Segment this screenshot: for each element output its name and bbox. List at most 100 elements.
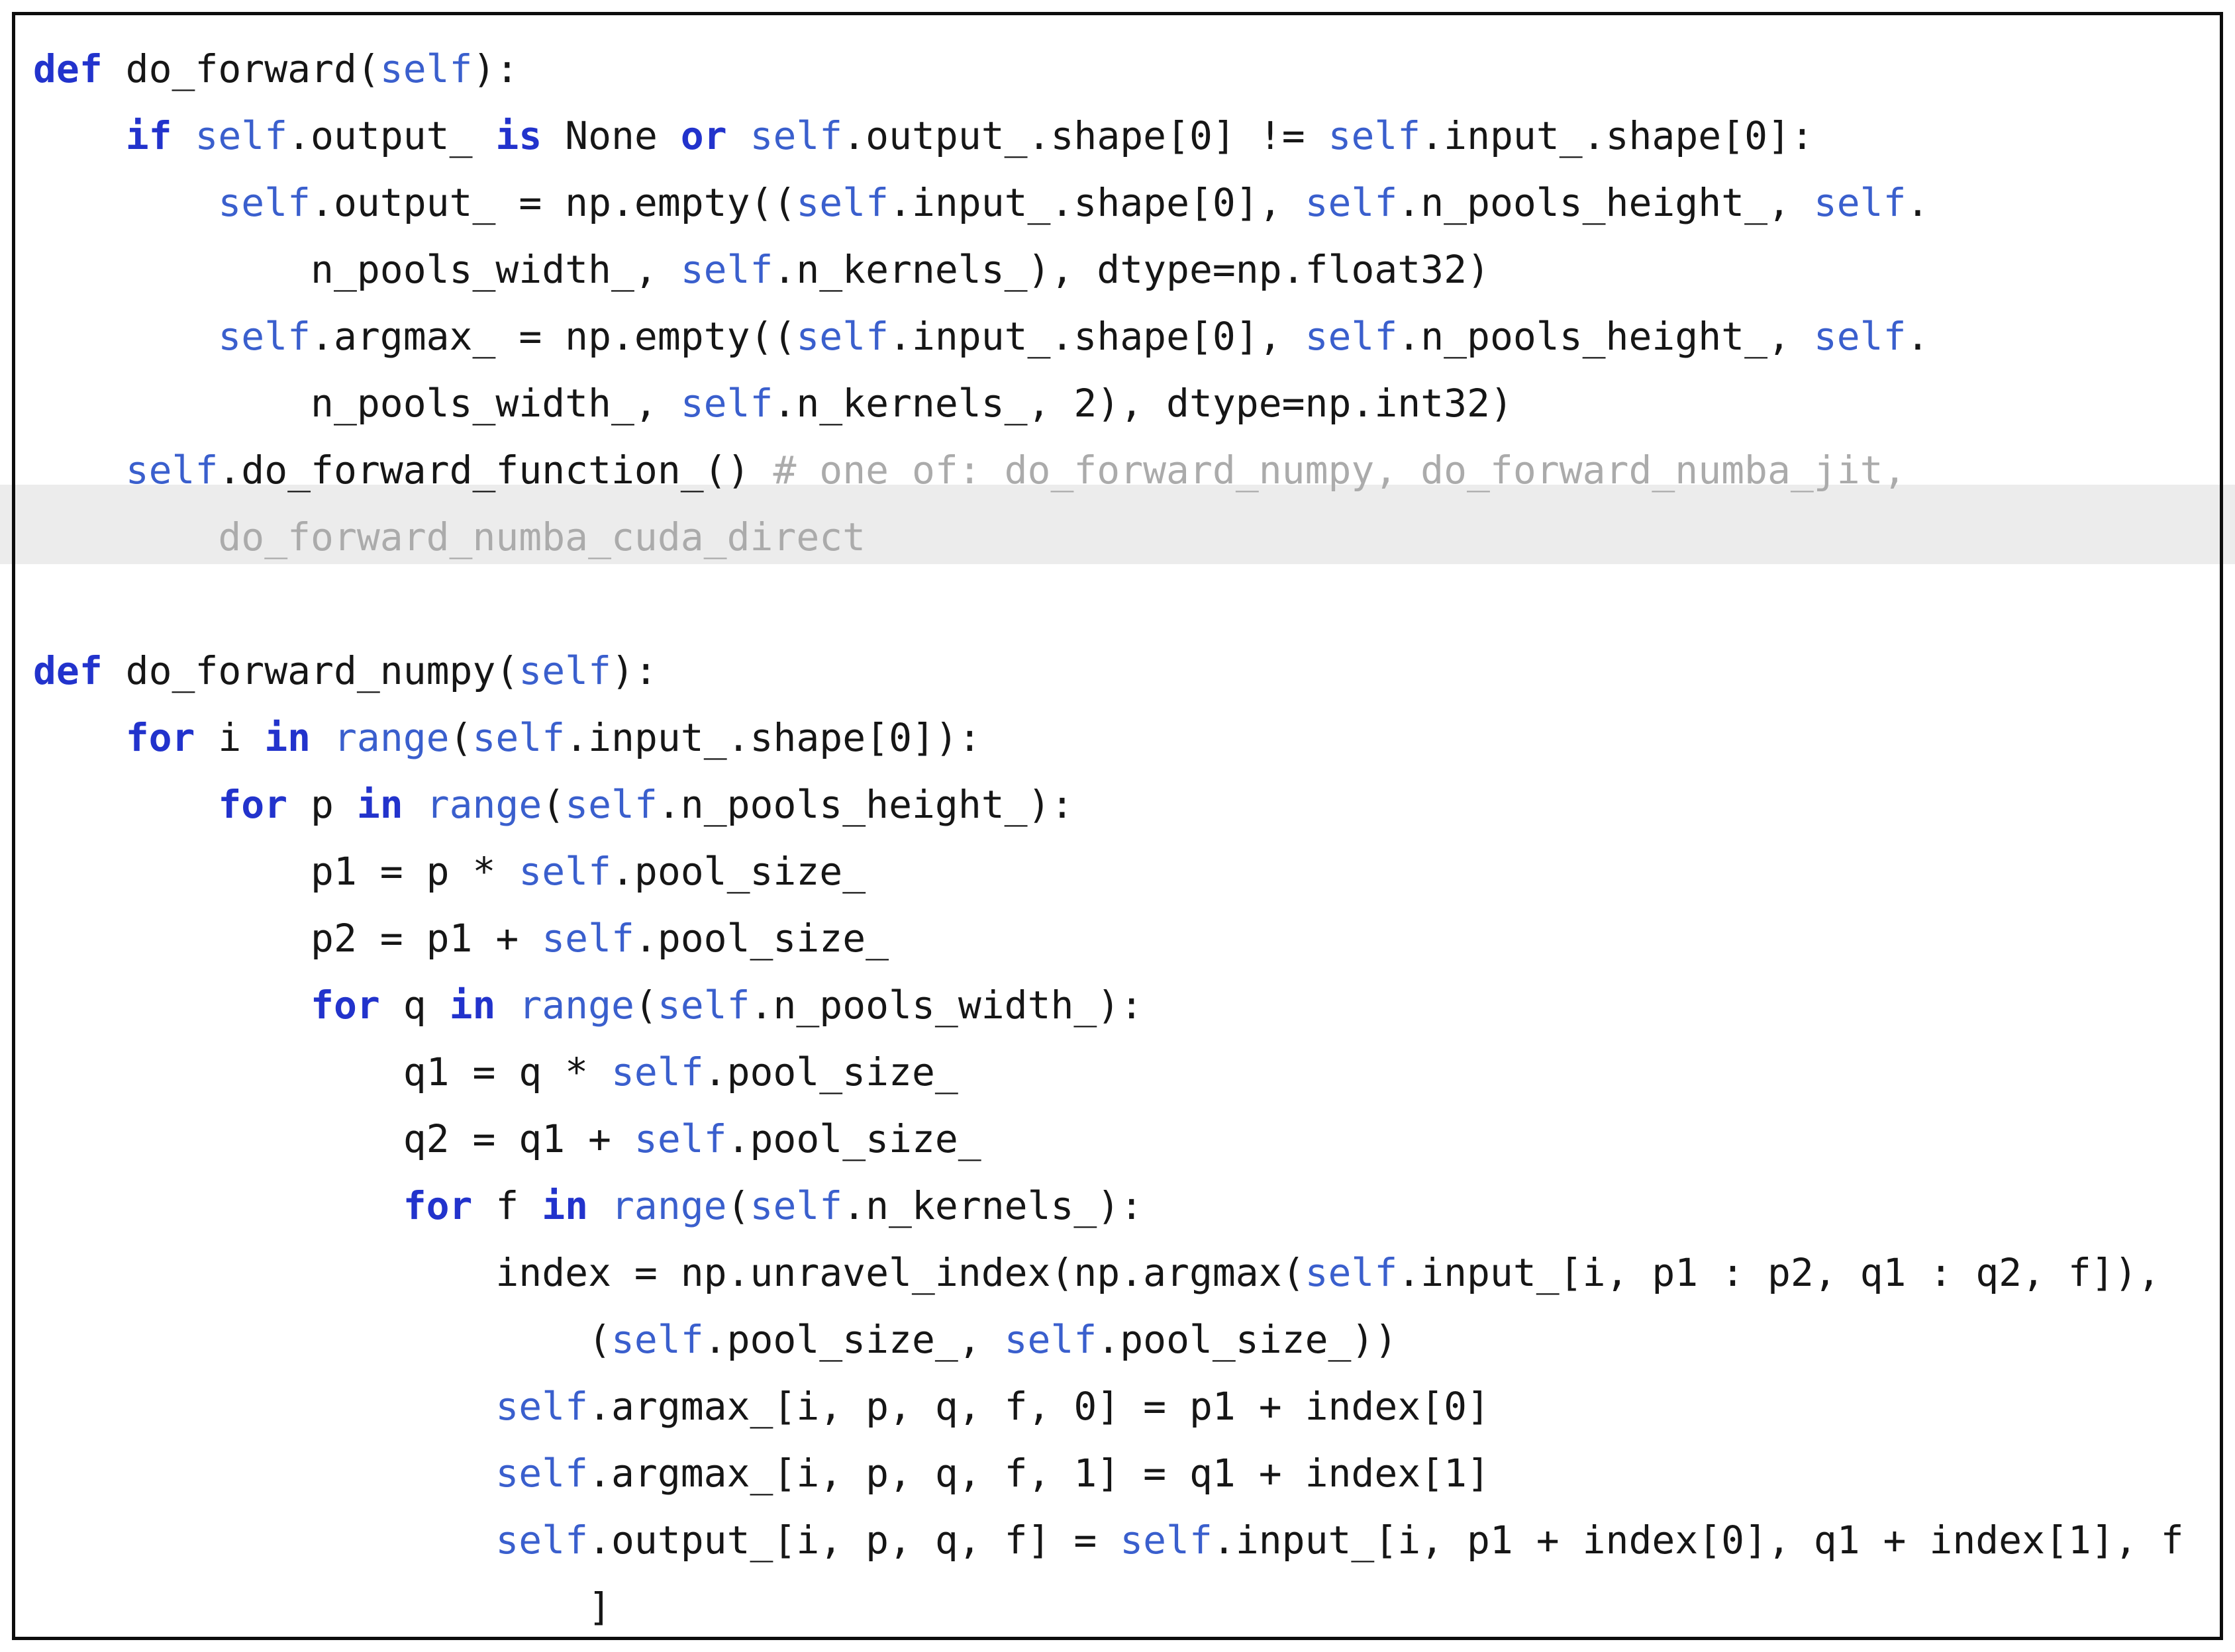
code-token: self xyxy=(680,381,773,426)
code-token: self xyxy=(1004,1317,1097,1362)
code-token: .n_kernels_), dtype=np.float32) xyxy=(773,247,1490,292)
code-token: self xyxy=(1813,180,1907,225)
code-token: .output_ = np.empty(( xyxy=(311,180,797,225)
code-token: n_pools_width_, xyxy=(311,247,681,292)
code-indent xyxy=(33,1317,588,1362)
code-token: self xyxy=(218,314,311,359)
code-token: self xyxy=(1813,314,1907,359)
code-token: p1 = p * xyxy=(311,849,519,894)
code-token: self xyxy=(750,1183,843,1228)
code-token: .output_[i, p, q, f] = xyxy=(588,1518,1120,1563)
code-token: do_forward_numpy( xyxy=(102,648,519,693)
code-token: self xyxy=(796,314,889,359)
code-token: in xyxy=(542,1183,589,1228)
code-line: for i in range(self.input_.shape[0]): xyxy=(33,705,2184,771)
code-token: in xyxy=(264,715,311,760)
code-token: range xyxy=(426,782,542,827)
code-token: is xyxy=(495,113,542,158)
code-line: self.output_ = np.empty((self.input_.sha… xyxy=(33,170,2184,236)
code-indent xyxy=(33,1116,403,1161)
code-token: self xyxy=(1305,180,1398,225)
code-token: .argmax_[i, p, q, f, 1] = q1 + index[1] xyxy=(588,1451,1490,1496)
code-token: self xyxy=(1305,314,1398,359)
code-line: if self.output_ is None or self.output_.… xyxy=(33,103,2184,170)
code-token: .pool_size_ xyxy=(611,849,866,894)
code-token: .argmax_ = np.empty(( xyxy=(311,314,797,359)
code-token: .input_.shape[0], xyxy=(889,314,1305,359)
code-token: q1 = q * xyxy=(403,1049,611,1094)
code-token: .do_forward_function_() xyxy=(218,448,773,493)
code-token: q xyxy=(379,983,450,1028)
code-token: self xyxy=(495,1518,589,1563)
code-token: self xyxy=(519,849,611,894)
code-token: range xyxy=(611,1183,727,1228)
code-token: # one of: do_forward_numpy, do_forward_n… xyxy=(773,448,1907,493)
code-token: .input_.shape[0]): xyxy=(565,715,981,760)
code-indent xyxy=(33,314,218,359)
code-token: .pool_size_ xyxy=(703,1049,958,1094)
code-token: .pool_size_ xyxy=(726,1116,981,1161)
code-token: .n_pools_width_): xyxy=(750,983,1144,1028)
code-token: self xyxy=(657,983,750,1028)
code-token: ): xyxy=(611,648,658,693)
code-line: ] xyxy=(33,1574,2184,1641)
code-token: do_forward( xyxy=(102,46,380,91)
code-token: for xyxy=(311,983,380,1028)
code-token: do_forward_numba_cuda_direct xyxy=(218,514,866,559)
code-token: .input_.shape[0], xyxy=(889,180,1305,225)
code-token: self xyxy=(542,916,634,961)
code-token: self xyxy=(1305,1250,1398,1295)
code-line: q2 = q1 + self.pool_size_ xyxy=(33,1106,2184,1173)
code-token: p xyxy=(287,782,357,827)
code-token xyxy=(495,983,519,1028)
code-token xyxy=(311,715,334,760)
code-token: if xyxy=(125,113,172,158)
code-token: self xyxy=(472,715,566,760)
code-token: range xyxy=(519,983,634,1028)
code-token: self xyxy=(634,1116,727,1161)
code-token: p2 = p1 + xyxy=(311,916,542,961)
code-token: range xyxy=(333,715,450,760)
code-indent xyxy=(33,514,218,559)
code-token: self xyxy=(750,113,843,158)
code-token: self xyxy=(611,1049,704,1094)
code-token: .input_.shape[0]: xyxy=(1420,113,1814,158)
code-indent xyxy=(33,1250,495,1295)
code-token xyxy=(172,113,195,158)
code-token: self xyxy=(495,1451,589,1496)
code-token: ): xyxy=(472,46,519,91)
code-line: n_pools_width_, self.n_kernels_, 2), dty… xyxy=(33,370,2184,437)
code-indent xyxy=(33,715,126,760)
code-line: self.output_[i, p, q, f] = self.input_[i… xyxy=(33,1507,2183,1574)
code-token: self xyxy=(495,1384,589,1429)
code-token: . xyxy=(1906,314,1930,359)
code-token: self xyxy=(125,448,219,493)
code-indent xyxy=(33,247,311,292)
code-line: def do_forward_numpy(self): xyxy=(33,638,2184,705)
code-token: for xyxy=(403,1183,473,1228)
code-line: self.argmax_[i, p, q, f, 0] = p1 + index… xyxy=(33,1373,2184,1440)
code-token: .pool_size_)) xyxy=(1097,1317,1398,1362)
code-token: self xyxy=(195,113,288,158)
code-token: .pool_size_, xyxy=(703,1317,1005,1362)
code-line: for p in range(self.n_pools_height_): xyxy=(33,771,2184,838)
code-token: ( xyxy=(542,782,566,827)
code-token: self xyxy=(379,46,473,91)
code-token: n_pools_width_, xyxy=(311,381,681,426)
code-token: None xyxy=(542,113,681,158)
code-line: self.do_forward_function_() # one of: do… xyxy=(33,437,2184,504)
code-token: i xyxy=(195,715,265,760)
code-line: (self.pool_size_, self.pool_size_)) xyxy=(33,1306,2184,1373)
selection-highlight-band xyxy=(0,485,2235,564)
code-indent xyxy=(33,983,311,1028)
code-indent xyxy=(33,916,311,961)
code-token: q2 = q1 + xyxy=(403,1116,634,1161)
code-token: ( xyxy=(588,1317,611,1362)
code-token: def xyxy=(33,648,103,693)
code-line xyxy=(33,571,2184,638)
code-token xyxy=(588,1183,611,1228)
code-token: self xyxy=(611,1317,704,1362)
code-token: .n_kernels_, 2), dtype=np.int32) xyxy=(773,381,1513,426)
code-token: self xyxy=(565,782,658,827)
code-token: for xyxy=(218,782,288,827)
